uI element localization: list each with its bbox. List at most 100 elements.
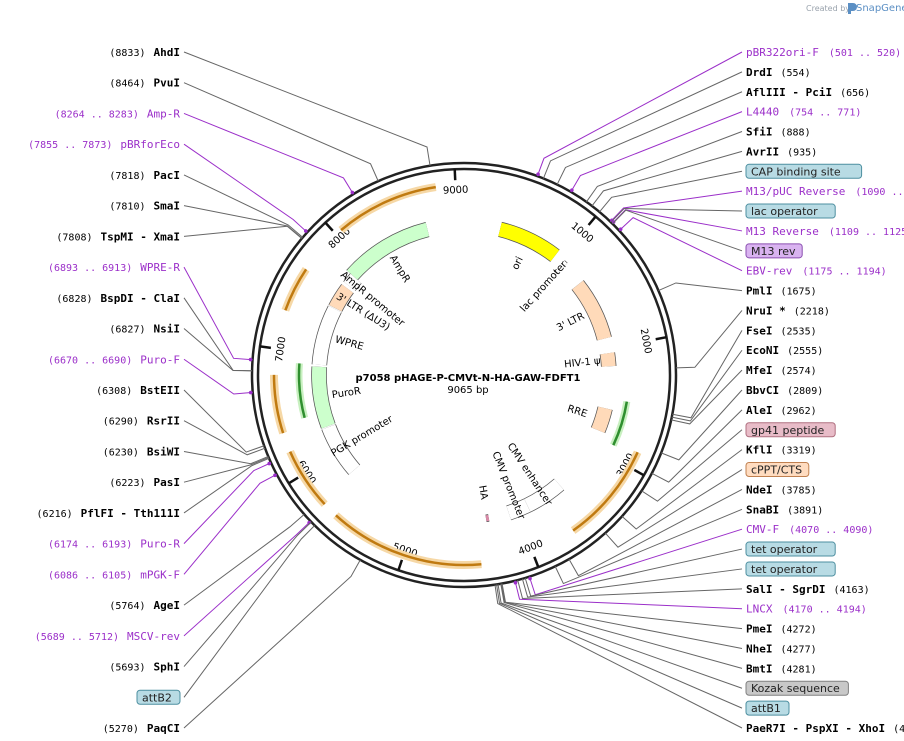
site-name: Puro-F [140, 353, 180, 366]
site-econi[interactable]: EcoNI(2555) [746, 344, 823, 357]
site-kozak-sequence[interactable]: Kozak sequence [745, 680, 849, 696]
site-bspdi-clai[interactable]: BspDI - ClaI(6828) [56, 292, 180, 305]
site-agei[interactable]: AgeI(5764) [109, 599, 180, 612]
site-ndei[interactable]: NdeI(3785) [746, 483, 817, 496]
site-leader-line [494, 584, 743, 729]
site-name: DrdI [746, 66, 773, 79]
site-paer7i-pspxi-xhoi[interactable]: PaeR7I - PspXI - XhoI(4321) [746, 722, 904, 735]
site-wpre-r[interactable]: WPRE-R(6893 .. 6913) [48, 261, 180, 274]
feature-hiv-1[interactable] [600, 352, 616, 367]
feature-pgk-promoter[interactable] [322, 424, 360, 475]
transcript-arc [335, 514, 482, 567]
site-drdi[interactable]: DrdI (554) [746, 66, 811, 79]
site-sphi[interactable]: SphI(5693) [109, 661, 180, 674]
feature-ori[interactable] [498, 222, 560, 262]
primer-marker [248, 357, 253, 362]
site-pbr322ori-f[interactable]: pBR322ori-F(501 .. 520) [746, 46, 901, 59]
site-fsei[interactable]: FseI(2535) [746, 324, 817, 337]
site-box [745, 203, 836, 219]
site-ebv-rev[interactable]: EBV-rev(1175 .. 1194) [746, 265, 887, 278]
site-m13-rev[interactable]: M13 rev [745, 243, 803, 259]
site-cppt-cts[interactable]: cPPT/CTS [745, 462, 810, 478]
feature-cmv-enhancer[interactable] [524, 479, 564, 512]
site-name: PflFI - Tth111I [81, 507, 180, 520]
site-bbvci[interactable]: BbvCI(2809) [746, 384, 823, 397]
site-name: AgeI [154, 599, 181, 612]
site-afliii-pcii[interactable]: AflIII - PciI(656) [746, 86, 870, 99]
feature-puror[interactable] [312, 366, 335, 429]
site-alei[interactable]: AleI(2962) [746, 404, 817, 417]
tick-label: 9000 [443, 185, 469, 197]
site-leader-line [568, 488, 743, 577]
site-pmli[interactable]: PmlI(1675) [746, 285, 817, 298]
site-paci[interactable]: PacI(7818) [109, 169, 180, 182]
site-pasi[interactable]: PasI(6223) [109, 476, 180, 489]
site-paqci[interactable]: PaqCI(5270) [103, 722, 180, 735]
site-tet-operator[interactable]: tet operator [745, 541, 836, 557]
site-bmti[interactable]: BmtI(4281) [746, 662, 817, 675]
feature-cmv-promoter[interactable] [506, 499, 531, 520]
site-position: (5693) [109, 663, 145, 674]
site-mfei[interactable]: MfeI(2574) [746, 364, 817, 377]
feature-ampr-promoter[interactable] [343, 273, 362, 291]
site-pflfi-tth111i[interactable]: PflFI - Tth111I(6216) [37, 507, 180, 520]
site-avrii[interactable]: AvrII(935) [746, 145, 817, 158]
site-name: AflIII - PciI [746, 86, 832, 99]
site-leader-line [183, 174, 304, 238]
site-tspmi-xmai[interactable]: TspMI - XmaI(7808) [56, 230, 180, 243]
site-position: (7855 .. 7873) [28, 140, 112, 151]
transcript-arc [572, 451, 639, 532]
site-cmv-f[interactable]: CMV-F(4070 .. 4090) [746, 523, 873, 536]
site-name: SfiI [746, 126, 773, 139]
site-bsteii[interactable]: BstEII(6308) [96, 384, 180, 397]
site-nrui[interactable]: NruI *(2218) [746, 304, 830, 317]
site-pmei[interactable]: PmeI(4272) [746, 623, 817, 636]
site-name: SnaBI [746, 503, 779, 516]
site-bsiwi[interactable]: BsiWI(6230) [103, 445, 180, 458]
site-leader-line [521, 568, 743, 598]
site-attb2[interactable]: attB2 [136, 689, 181, 705]
feature-3-ltr[interactable] [572, 280, 612, 341]
site-pbrforeco[interactable]: pBRforEco(7855 .. 7873) [28, 138, 180, 151]
site-name: BstEII [140, 384, 180, 397]
feature-rre[interactable] [591, 406, 612, 433]
site-rsrii[interactable]: RsrII(6290) [103, 415, 180, 428]
site-cap-binding-site[interactable]: CAP binding site [745, 163, 863, 179]
site-name: NdeI [746, 483, 773, 496]
site-gp41-peptide[interactable]: gp41 peptide [745, 422, 836, 438]
site-nsii[interactable]: NsiI(6827) [109, 323, 180, 336]
site-mpgk-f[interactable]: mPGK-F(6086 .. 6105) [48, 568, 180, 581]
site-smai[interactable]: SmaI(7810) [109, 200, 180, 213]
site-kfli[interactable]: KflI(3319) [746, 444, 817, 457]
site-name: NheI [746, 642, 773, 655]
site-m13-reverse[interactable]: M13 Reverse(1109 .. 1125) [746, 225, 904, 238]
site-l4440[interactable]: L4440(754 .. 771) [746, 106, 861, 119]
site-mscv-rev[interactable]: MSCV-rev(5689 .. 5712) [35, 630, 181, 643]
feature-wpre[interactable] [312, 305, 342, 366]
site-leader-line [183, 462, 272, 544]
site-snabi[interactable]: SnaBI(3891) [746, 503, 823, 516]
site-puro-r[interactable]: Puro-R(6174 .. 6193) [48, 538, 180, 551]
site-lac-operator[interactable]: lac operator [745, 203, 836, 219]
site-amp-r[interactable]: Amp-R(8264 .. 8283) [55, 107, 181, 120]
site-nhei[interactable]: NheI(4277) [746, 642, 817, 655]
primer-marker [618, 227, 623, 232]
site-tet-operator[interactable]: tet operator [745, 561, 836, 577]
transcript-arc [340, 185, 436, 232]
tick-mark [288, 476, 299, 485]
site-attb1[interactable]: attB1 [745, 700, 790, 716]
site-sfii[interactable]: SfiI(888) [746, 126, 811, 139]
feature-lac-promoter[interactable] [555, 260, 568, 274]
site-ahdi[interactable]: AhdI(8833) [109, 46, 180, 59]
credit-prefix: Created by [806, 4, 850, 13]
site-leader-line [610, 208, 743, 223]
site-sali-sgrdi[interactable]: SalI - SgrDI(4163) [746, 583, 870, 596]
feature-ampr[interactable] [346, 222, 430, 280]
site-puro-f[interactable]: Puro-F(6670 .. 6690) [48, 353, 180, 366]
feature-3-ltr-u3[interactable] [329, 284, 354, 312]
primer-marker [528, 576, 532, 581]
site-position: (554) [781, 68, 811, 79]
site-pvui[interactable]: PvuI(8464) [109, 77, 180, 90]
site-lncx[interactable]: LNCX(4170 .. 4194) [746, 603, 867, 616]
site-m13-puc-reverse[interactable]: M13/pUC Reverse(1090 .. 1112) [746, 185, 904, 198]
